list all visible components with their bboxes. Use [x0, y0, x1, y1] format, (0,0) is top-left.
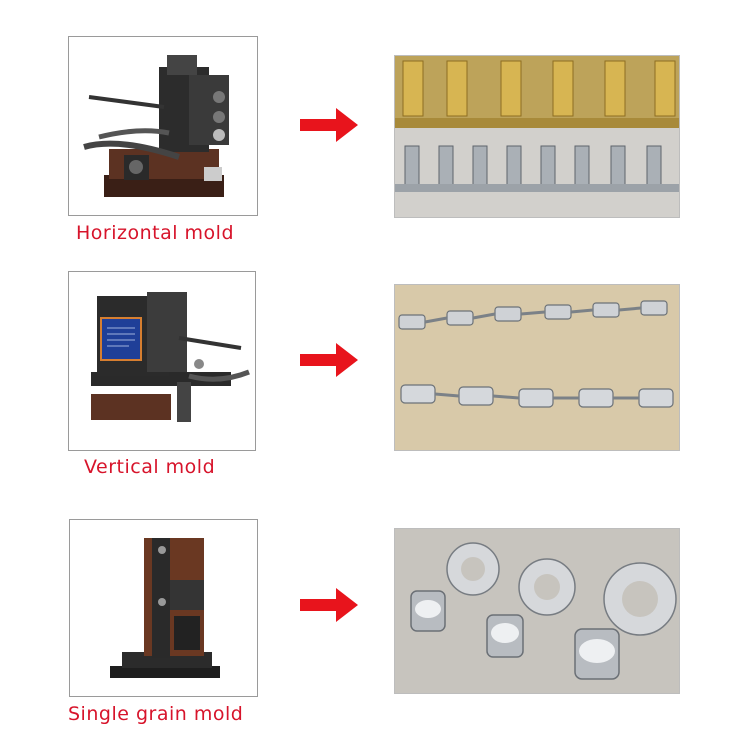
- right-arrow-icon: [300, 588, 358, 622]
- silver-terminal-chain-image: [394, 284, 680, 451]
- vertical-applicator-icon: [91, 292, 250, 422]
- single-grain-applicator-icon: [110, 538, 220, 678]
- ring-terminal-icon: [410, 542, 677, 680]
- vertical-mold-label: Vertical mold: [84, 456, 216, 478]
- vertical-mold-machine-image: [68, 271, 256, 451]
- terminal-strip-icon: [395, 56, 679, 217]
- ring-terminals-image: [394, 528, 680, 694]
- right-arrow-icon: [300, 343, 358, 377]
- brass-terminal-strip-image: [394, 55, 680, 218]
- horizontal-applicator-icon: [83, 55, 229, 197]
- single-grain-mold-machine-image: [69, 519, 258, 697]
- single-grain-mold-label: Single grain mold: [68, 703, 244, 725]
- horizontal-mold-label: Horizontal mold: [76, 222, 235, 244]
- terminal-chain-icon: [398, 300, 674, 408]
- right-arrow-icon: [300, 108, 358, 142]
- horizontal-mold-machine-image: [68, 36, 258, 216]
